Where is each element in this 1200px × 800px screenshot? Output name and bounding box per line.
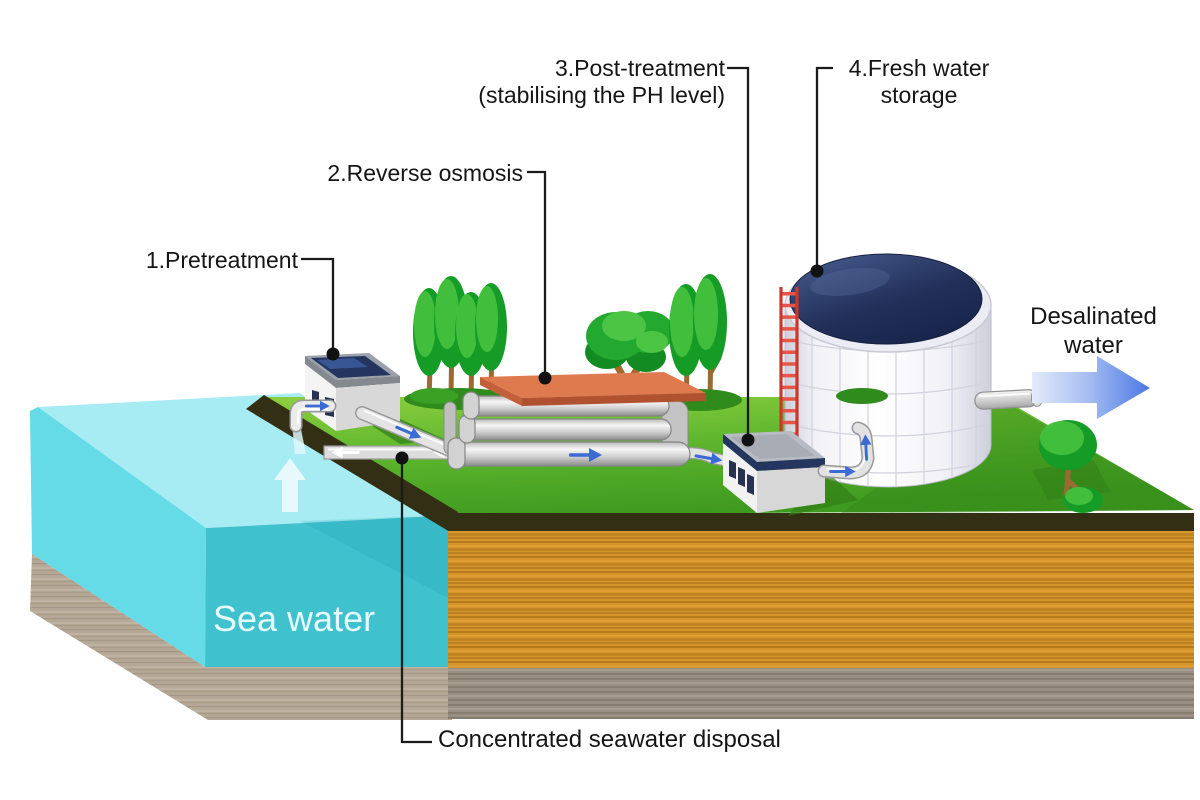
label-fresh-water-line1: 4.Fresh water	[848, 55, 990, 81]
sea-front-shade	[300, 515, 456, 600]
feed-pipe-to-ro	[355, 406, 459, 458]
leader-lines	[301, 66, 833, 744]
label-sea-water: Sea water	[213, 598, 376, 639]
small-tree-right	[1032, 420, 1110, 513]
upwelling-arrow	[274, 458, 306, 512]
soil-layer-stripes	[448, 531, 1194, 668]
sea-side-face	[30, 407, 206, 667]
desalinated-water-arrow	[1032, 356, 1150, 419]
label-pretreatment: 1.Pretreatment	[145, 247, 298, 273]
leader-fresh-water	[815, 66, 833, 267]
pipe-to-tank	[817, 421, 875, 480]
label-concentrated-seawater-disposal: Concentrated seawater disposal	[438, 726, 781, 753]
reverse-osmosis-unit	[443, 372, 733, 470]
ro-panel-top	[480, 372, 706, 398]
sea-intake	[274, 399, 337, 512]
sea-surface	[38, 393, 456, 528]
label-desalinated-line2: water	[1064, 332, 1123, 359]
grass-tuft	[836, 388, 888, 404]
tank-dome	[789, 253, 983, 345]
label-desalinated-line1: Desalinated	[1030, 303, 1157, 330]
label-desalinated-water: Desalinated water	[1016, 302, 1171, 360]
roof-fascia-navy	[723, 434, 825, 471]
label-post-treatment: 3.Post-treatment (stabilising the PH lev…	[395, 55, 725, 109]
ro-panel-front-edge	[522, 393, 706, 406]
tree-cluster-left	[404, 276, 514, 410]
leader-reverse-osmosis	[527, 170, 547, 374]
leader-disposal	[400, 459, 432, 744]
sea-block	[30, 393, 456, 720]
label-fresh-water-storage: 4.Fresh water storage	[833, 55, 1005, 109]
roof-fascia	[305, 356, 400, 388]
roof-sheen	[317, 358, 368, 369]
bedrock-layer-stripes	[448, 668, 1194, 719]
leader-pretreatment	[301, 257, 335, 350]
ro-panel-left-edge	[480, 377, 522, 406]
label-fresh-water-line2: storage	[880, 82, 958, 108]
seabed-sand-stripes	[30, 554, 452, 720]
label-post-treatment-line1: 3.Post-treatment	[554, 55, 725, 81]
wall-right	[757, 467, 825, 513]
ro-tube-3-collar	[447, 437, 466, 470]
tank-dome-shine	[810, 267, 890, 297]
leader-post-treatment	[727, 66, 750, 436]
tree-broad	[585, 311, 675, 404]
pretreatment-building	[305, 353, 400, 431]
ro-tube-2	[462, 418, 672, 441]
ro-tube-1-collar	[462, 391, 480, 420]
sea-front-face	[205, 515, 456, 668]
label-post-treatment-line2: (stabilising the PH level)	[478, 82, 725, 108]
earth-band-front	[448, 513, 1194, 531]
building2-windows	[729, 460, 754, 495]
leader-dots	[326, 264, 824, 465]
posttreatment-building	[723, 431, 825, 513]
label-reverse-osmosis: 2.Reverse osmosis	[327, 160, 523, 186]
